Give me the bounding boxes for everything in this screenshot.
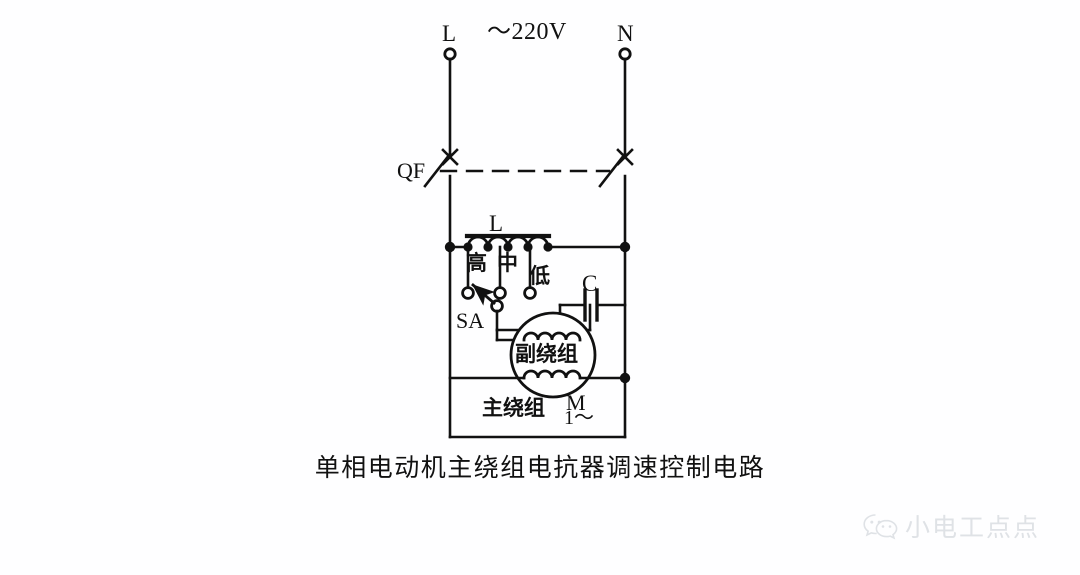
label-breaker-designator: QF <box>397 158 426 183</box>
label-neutral-terminal: N <box>617 21 634 46</box>
label-motor-phase: 1～ <box>564 407 594 429</box>
breaker-pole-1-cross-b <box>441 148 459 166</box>
aux-winding-coil <box>522 331 582 342</box>
label-tap-medium: 中 <box>497 251 518 275</box>
watermark: 小电工点点 <box>862 508 1040 544</box>
node-tap-mid <box>503 242 513 252</box>
terminal-L <box>443 47 457 61</box>
sa-blade <box>471 283 496 306</box>
label-reactor-designator: L <box>489 211 504 236</box>
label-motor-designator: M <box>566 390 586 415</box>
sa-contact-low <box>523 286 537 300</box>
diagram-caption: 单相电动机主绕组电抗器调速控制电路 <box>314 453 766 482</box>
sa-contact-high <box>461 286 475 300</box>
sa-contact-mid <box>493 286 507 300</box>
label-auxiliary-winding: 副绕组 <box>515 342 578 366</box>
wechat-icon <box>863 514 898 540</box>
label-selector-switch-designator: SA <box>456 308 485 333</box>
label-line-terminal: L <box>442 21 457 46</box>
label-tap-low: 低 <box>529 264 550 288</box>
breaker-pole-2-cross-b <box>616 148 634 166</box>
watermark-text: 小电工点点 <box>905 513 1041 542</box>
label-main-winding: 主绕组 <box>482 396 545 420</box>
label-tap-high: 高 <box>466 251 487 275</box>
node-tap-low <box>543 242 553 252</box>
label-capacitor-designator: C <box>582 271 598 296</box>
main-winding-coil <box>522 369 582 380</box>
label-supply-voltage: ～220V <box>487 19 567 45</box>
node-coil-mid-1 <box>483 242 493 252</box>
terminal-N <box>618 47 632 61</box>
